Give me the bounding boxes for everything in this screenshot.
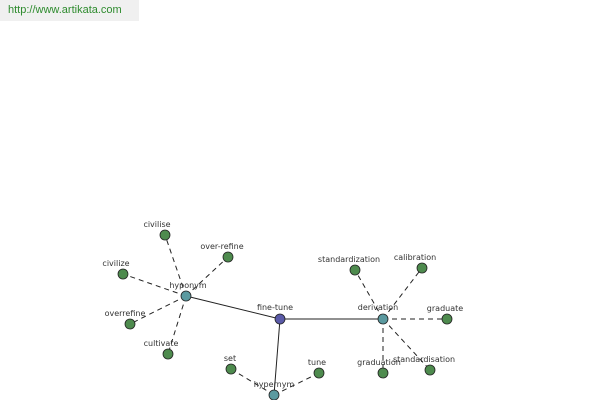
node-label-graduation[interactable]: graduation <box>357 358 401 367</box>
node-calibration[interactable] <box>416 262 428 274</box>
node-label-derivation[interactable]: derivation <box>358 303 398 312</box>
edge-hyponym-cultivate <box>167 295 187 355</box>
node-label-calibration[interactable]: calibration <box>394 253 436 262</box>
edge-hyponym-civilise <box>164 234 187 297</box>
node-hypernym[interactable] <box>268 389 280 400</box>
node-label-overrefine[interactable]: overrefine <box>105 309 146 318</box>
edge-hyponym-civilize <box>122 273 187 297</box>
edge-derivation-standardization <box>354 269 384 320</box>
node-graduate[interactable] <box>441 313 453 325</box>
graph-edges <box>122 234 447 396</box>
edge-derivation-standardisation <box>382 318 431 371</box>
node-label-cultivate[interactable]: cultivate <box>144 339 179 348</box>
edge-fine-tune-hyponym <box>185 295 281 320</box>
edge-hyponym-over-refine <box>185 256 229 297</box>
node-tune[interactable] <box>313 367 325 379</box>
edge-derivation-calibration <box>382 267 423 320</box>
node-fine-tune[interactable] <box>274 313 286 325</box>
site-url-link[interactable]: http://www.artikata.com <box>8 4 122 16</box>
node-label-hyponym[interactable]: hyponym <box>169 281 207 290</box>
node-label-graduate[interactable]: graduate <box>427 304 463 313</box>
node-derivation[interactable] <box>377 313 389 325</box>
node-over-refine[interactable] <box>222 251 234 263</box>
node-label-standardization[interactable]: standardization <box>318 255 380 264</box>
node-label-set[interactable]: set <box>224 354 236 363</box>
edge-hyponym-overrefine <box>129 295 187 325</box>
node-civilize[interactable] <box>117 268 129 280</box>
graph-nodes <box>117 229 453 400</box>
url-bar: http://www.artikata.com <box>0 0 139 21</box>
node-overrefine[interactable] <box>124 318 136 330</box>
node-hyponym[interactable] <box>180 290 192 302</box>
node-set[interactable] <box>225 363 237 375</box>
node-label-civilise[interactable]: civilise <box>143 220 170 229</box>
node-standardization[interactable] <box>349 264 361 276</box>
node-label-civilize[interactable]: civilize <box>102 259 129 268</box>
node-cultivate[interactable] <box>162 348 174 360</box>
node-label-standardisation[interactable]: standardisation <box>393 355 455 364</box>
edge-fine-tune-hypernym <box>273 318 281 396</box>
node-label-hypernym[interactable]: hypernym <box>254 380 295 389</box>
node-standardisation[interactable] <box>424 364 436 376</box>
node-graduation[interactable] <box>377 367 389 379</box>
graph-labels: fine-tune hyponym derivation hypernym civili… <box>102 220 463 389</box>
node-label-tune[interactable]: tune <box>308 358 326 367</box>
node-label-fine-tune[interactable]: fine-tune <box>257 303 293 312</box>
node-civilise[interactable] <box>159 229 171 241</box>
node-label-over-refine[interactable]: over-refine <box>200 242 243 251</box>
